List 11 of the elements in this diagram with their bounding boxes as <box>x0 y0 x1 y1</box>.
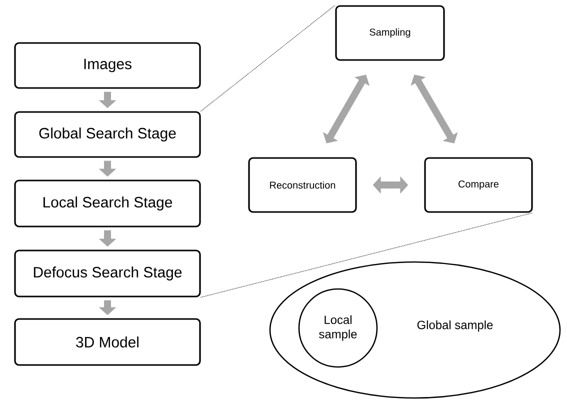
process-box: Local Search Stage <box>14 180 201 228</box>
block-arrow <box>410 74 458 144</box>
process-box: Compare <box>424 157 533 213</box>
process-box: Global Search Stage <box>14 111 201 158</box>
dotted-line <box>200 212 534 298</box>
process-box: Sampling <box>335 5 445 61</box>
process-box: Reconstruction <box>248 157 357 213</box>
process-box: 3D Model <box>14 318 201 366</box>
process-box: Defocus Search Stage <box>14 250 201 298</box>
process-box: Images <box>14 42 201 89</box>
dotted-line <box>200 4 336 112</box>
